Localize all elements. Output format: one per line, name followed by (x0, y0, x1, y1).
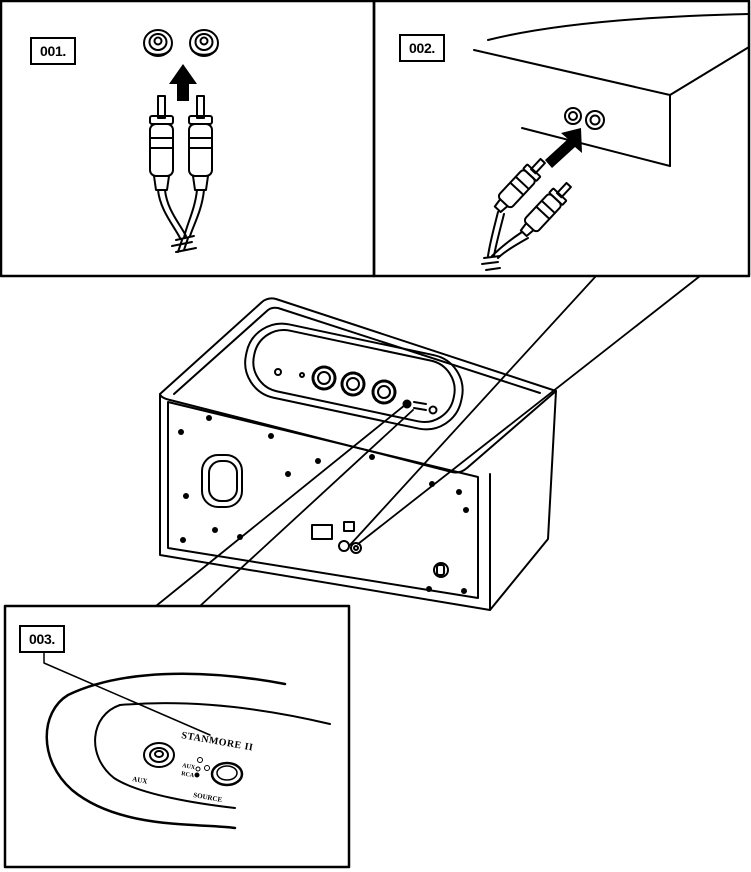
rear-inputs (312, 522, 361, 553)
rca-cable (158, 190, 204, 252)
speaker-screws (178, 415, 469, 594)
rca-plug-right (189, 96, 212, 190)
turntable (474, 14, 749, 166)
volume-knob (373, 381, 395, 403)
arrow-insert-icon (545, 128, 582, 168)
control-panel (239, 317, 470, 436)
rca-socket-pair (144, 30, 218, 56)
speaker (160, 298, 556, 610)
treble-knob (342, 373, 364, 395)
step-label-1: 001. (30, 37, 76, 65)
callout-lines (156, 276, 700, 606)
arrow-up-icon (169, 64, 197, 101)
turntable-rca-socket-red (586, 111, 604, 129)
turntable-rca-socket-white (565, 108, 581, 124)
step-label-3: 003. (19, 625, 65, 653)
power-socket (434, 563, 448, 577)
step-label-2: 002. (399, 34, 445, 62)
speaker-handle (202, 455, 242, 507)
turntable-plug-pair (482, 155, 575, 270)
rca-plug-left (150, 96, 173, 190)
bass-knob (313, 367, 335, 389)
